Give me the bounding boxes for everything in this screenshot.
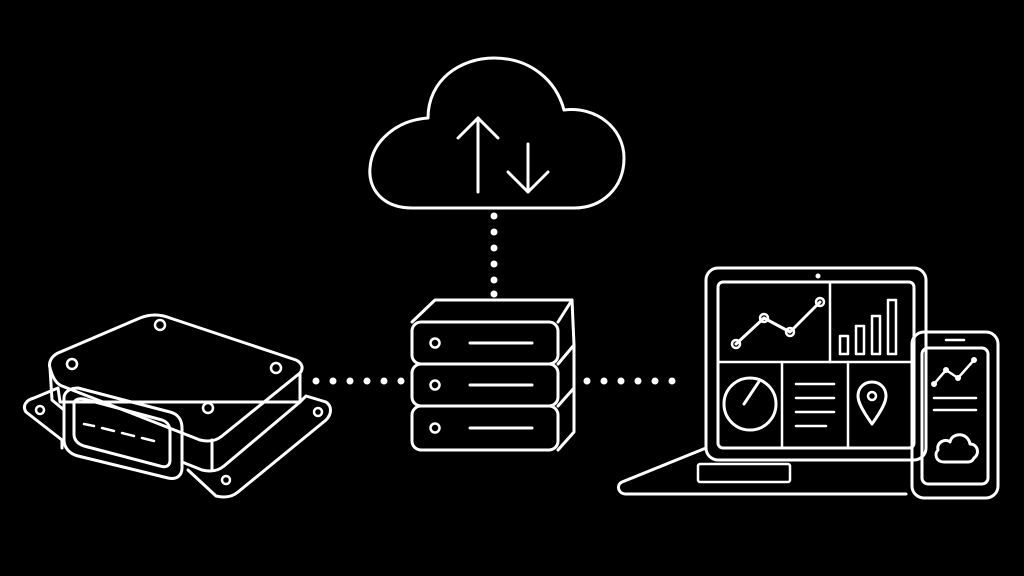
- cloud-outline: [368, 56, 626, 210]
- phone-body: [910, 330, 1000, 500]
- laptop-base: [617, 446, 908, 496]
- flange-hole-left: [34, 404, 46, 416]
- server-unit-middle: [410, 343, 576, 408]
- device-side-faces: [48, 366, 302, 473]
- screw-left: [65, 357, 79, 371]
- server-unit-bottom: [410, 386, 576, 452]
- device-connector-port: [62, 386, 184, 480]
- line-chart-icon: [730, 296, 826, 350]
- screw-top-left: [153, 318, 167, 332]
- screw-right: [269, 361, 283, 375]
- download-arrow-icon: [506, 142, 550, 194]
- bar-chart-icon: [838, 298, 898, 356]
- device-top-face: [48, 313, 304, 443]
- connector-cloud-server: [490, 212, 498, 298]
- smartphone-app-icon: [910, 330, 1000, 500]
- phone-screen: [920, 346, 990, 486]
- laptop-dashboard-icon: [617, 266, 928, 496]
- connector-device-server: [312, 377, 405, 385]
- screw-bottom: [201, 401, 215, 415]
- server-stack-icon: [410, 298, 576, 452]
- telematics-device-icon: [22, 313, 332, 499]
- laptop-screen: [716, 280, 916, 450]
- upload-arrow-icon: [456, 116, 500, 194]
- laptop-camera: [815, 273, 821, 279]
- location-pin-icon: [856, 380, 888, 426]
- laptop-lid: [704, 266, 928, 462]
- flange-hole-bottom: [220, 474, 232, 486]
- cloud-upload-download-icon: [368, 56, 626, 210]
- device-flange: [22, 386, 332, 499]
- phone-cloud-icon: [934, 433, 979, 464]
- phone-line-chart-icon: [931, 357, 977, 387]
- laptop-trackpad: [696, 462, 792, 484]
- gauge-icon: [722, 376, 778, 432]
- connector-server-laptop: [583, 377, 676, 385]
- flange-hole-right: [312, 406, 324, 418]
- phone-text-lines-icon: [932, 396, 978, 412]
- text-lines-icon: [794, 382, 836, 428]
- server-unit-top: [410, 298, 576, 366]
